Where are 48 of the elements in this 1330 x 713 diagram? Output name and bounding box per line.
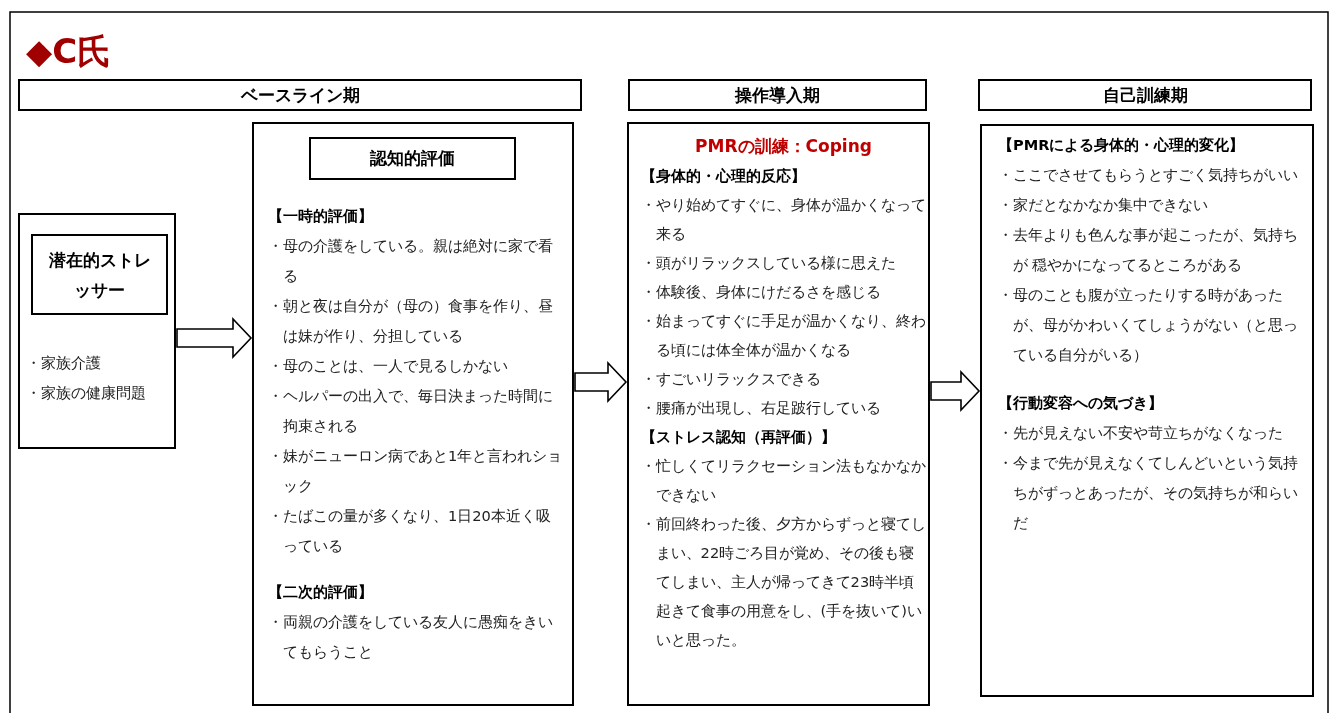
box-label: 潜在的ストレッサー xyxy=(47,248,152,302)
bullet-text: ・母のことも腹が立ったりする時があったが、母がかわいくてしょうがない（と思っている自分がいる） xyxy=(998,285,1298,365)
bullet-text: ・前回終わった後、夕方からずっと寝てしまい、22時ごろ目が覚め、その後も寝てしまい、主人が帰ってきて23時半頃起きて食事の用意をし、(手を抜いて)いいと思った。 xyxy=(641,514,926,650)
bullet-text: ・家族介護 xyxy=(26,353,102,373)
box-title: PMRの訓練：Coping xyxy=(694,135,873,158)
block-arrow xyxy=(930,370,981,412)
box-label: 自己訓練期 xyxy=(1102,83,1188,107)
bullet-text: ・母のことは、一人で見るしかない xyxy=(268,356,509,376)
bullet-text: ・体験後、身体にけだるさを感じる xyxy=(641,282,882,302)
text-box xyxy=(252,122,574,706)
text-box xyxy=(980,124,1314,697)
section-heading: 【PMRによる身体的・心理的変化】 xyxy=(998,135,1246,155)
phase-header xyxy=(978,79,1312,111)
text-box xyxy=(18,213,176,449)
bullet-text: ・朝と夜は自分が（母の）食事を作り、昼は妹が作り、分担している xyxy=(268,296,554,346)
block-arrow xyxy=(176,317,253,359)
section-heading: 【行動変容への気づき】 xyxy=(998,393,1164,413)
bullet-text: ・今まで先が見えなくてしんどいという気持ちがずっとあったが、その気持ちが和らいだ xyxy=(998,453,1298,533)
box-label: ベースライン期 xyxy=(240,83,360,107)
bullet-text: ・先が見えない不安や苛立ちがなくなった xyxy=(998,423,1284,443)
bullet-text: ・やり始めてすぐに、身体が温かくなって来る xyxy=(641,195,926,244)
title: ◆C氏 xyxy=(26,30,112,72)
bullet-text: ・たばこの量が多くなり、1日20本近く吸っている xyxy=(268,506,552,556)
bullet-text: ・忙しくてリラクセーション法もなかなかできない xyxy=(641,456,926,505)
bullet-text: ・ここでさせてもらうとすごく気持ちがいい xyxy=(998,165,1298,185)
bullet-text: ・家族の健康問題 xyxy=(26,383,147,403)
bullet-text: ・母の介護をしている。親は絶対に家で看る xyxy=(268,236,554,286)
bullet-text: ・すごいリラックスできる xyxy=(641,369,822,389)
text-box xyxy=(627,122,930,706)
section-heading: 【一時的評価】 xyxy=(268,206,374,226)
bullet-text: ・腰痛が出現し、右足跛行している xyxy=(641,398,882,418)
section-heading: 【身体的・心理的反応】 xyxy=(641,166,807,186)
bullet-text: ・両親の介護をしている友人に愚痴をきいてもらうこと xyxy=(268,612,554,662)
box-label: 操作導入期 xyxy=(735,83,820,107)
bullet-text: ・始まってすぐに手足が温かくなり、終わる頃には体全体が温かくなる xyxy=(641,311,926,360)
bullet-text: ・家だとなかなか集中できない xyxy=(998,195,1209,215)
label-box xyxy=(309,137,516,180)
section-heading: 【二次的評価】 xyxy=(268,582,374,602)
bullet-text: ・去年よりも色んな事が起こったが、気持ちが 穏やかになってるところがある xyxy=(998,225,1298,275)
block-arrow xyxy=(574,361,628,403)
bullet-text: ・頭がリラックスしている様に思えた xyxy=(641,253,897,273)
bullet-text: ・ヘルパーの出入で、毎日決まった時間に拘束される xyxy=(268,386,554,436)
section-heading: 【ストレス認知（再評価）】 xyxy=(641,427,837,447)
label-box xyxy=(31,234,168,315)
phase-header xyxy=(628,79,927,111)
phase-header xyxy=(18,79,582,111)
bullet-text: ・妹がニューロン病であと1年と言われショック xyxy=(268,446,564,496)
box-label: 認知的評価 xyxy=(370,147,455,170)
